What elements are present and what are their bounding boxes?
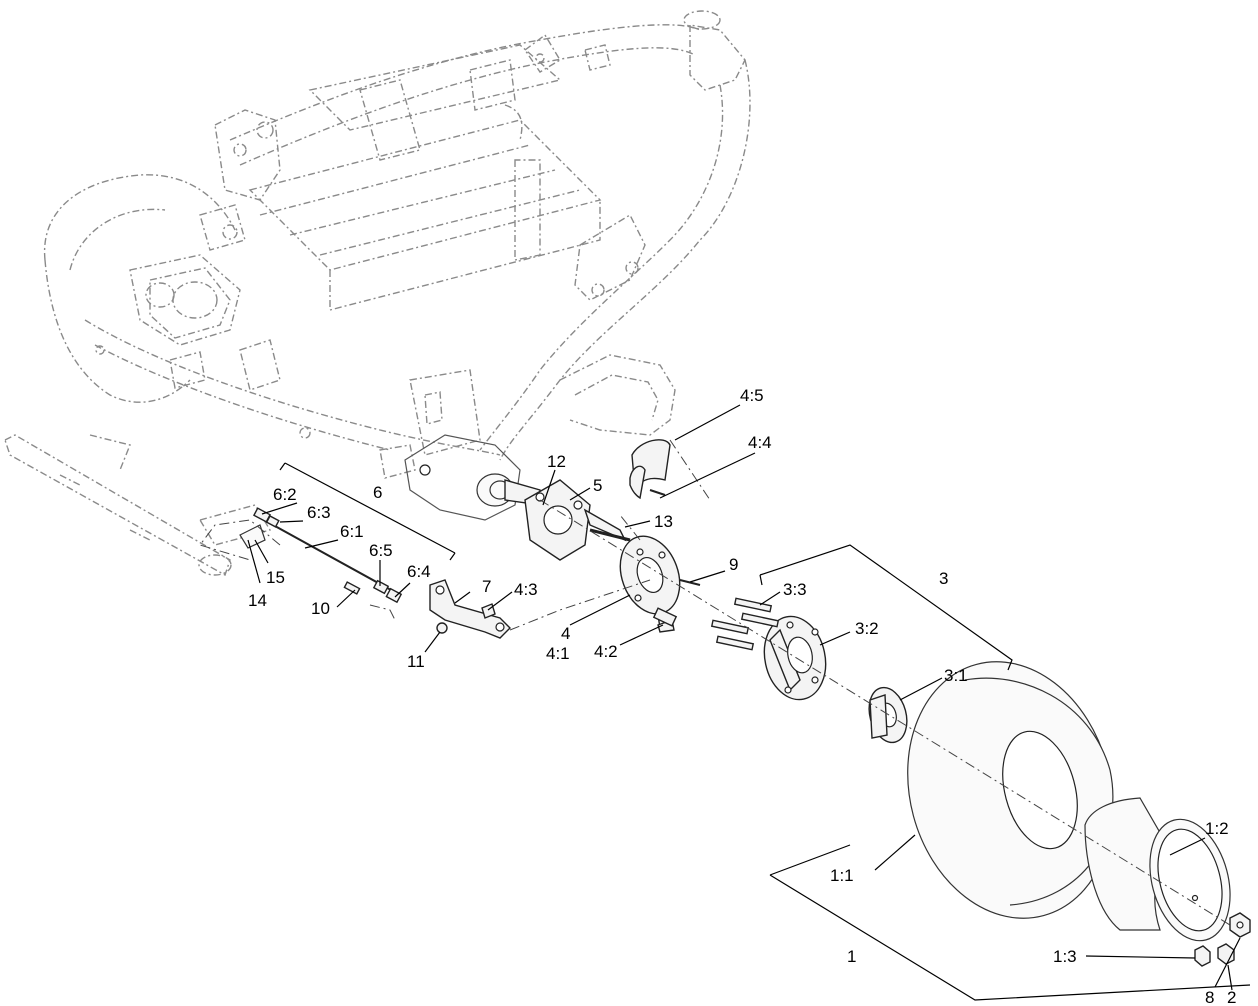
callout-6-1: 6:1 <box>340 522 364 541</box>
callout-labels: 4:5 4:4 12 5 13 6 6:2 6:3 6:1 6:5 6:4 15… <box>248 386 1236 1006</box>
callout-1: 1 <box>847 947 856 966</box>
callout-8: 8 <box>1205 988 1214 1006</box>
brake-shoes <box>629 439 671 500</box>
callout-6-3: 6:3 <box>307 503 331 522</box>
callout-4-1: 4:1 <box>546 644 570 663</box>
callout-3: 3 <box>939 569 948 588</box>
bleeder-fitting <box>652 607 678 627</box>
callout-6-5: 6:5 <box>369 541 393 560</box>
stud-bolts <box>710 597 780 651</box>
group-brackets <box>279 462 1251 1001</box>
callout-4: 4 <box>561 624 570 643</box>
lug-nuts <box>1194 912 1251 967</box>
callout-3-2: 3:2 <box>855 619 879 638</box>
callout-4-2: 4:2 <box>594 642 618 661</box>
callout-3-1: 3:1 <box>944 666 968 685</box>
caliper-bracket <box>524 479 631 561</box>
callout-4-4: 4:4 <box>748 433 772 452</box>
wheel-hub <box>868 686 908 744</box>
brake-lever <box>429 579 511 639</box>
callout-2: 2 <box>1227 988 1236 1006</box>
callout-1-3: 1:3 <box>1053 947 1077 966</box>
callout-4-5: 4:5 <box>740 386 764 405</box>
brake-drum <box>763 615 827 701</box>
callout-12: 12 <box>547 452 566 471</box>
callout-9: 9 <box>729 555 738 574</box>
callout-13: 13 <box>654 512 673 531</box>
callout-15: 15 <box>266 568 285 587</box>
callout-5: 5 <box>593 476 602 495</box>
callout-6-2: 6:2 <box>273 485 297 504</box>
callout-7: 7 <box>482 577 491 596</box>
callout-6: 6 <box>373 483 382 502</box>
brake-backplate <box>619 535 701 633</box>
callout-1-1: 1:1 <box>830 866 854 885</box>
leader-lines <box>247 404 1241 991</box>
callout-11: 11 <box>407 652 425 671</box>
callout-14: 14 <box>248 591 267 610</box>
wheel-rim <box>1084 797 1231 942</box>
tire <box>907 661 1114 919</box>
callout-3-3: 3:3 <box>783 580 807 599</box>
brake-cable-assembly <box>239 507 403 604</box>
callout-1-2: 1:2 <box>1205 819 1229 838</box>
callout-6-4: 6:4 <box>407 562 431 581</box>
callout-10: 10 <box>311 599 330 618</box>
assembly-axes <box>199 439 1231 926</box>
callout-4-3: 4:3 <box>514 580 538 599</box>
